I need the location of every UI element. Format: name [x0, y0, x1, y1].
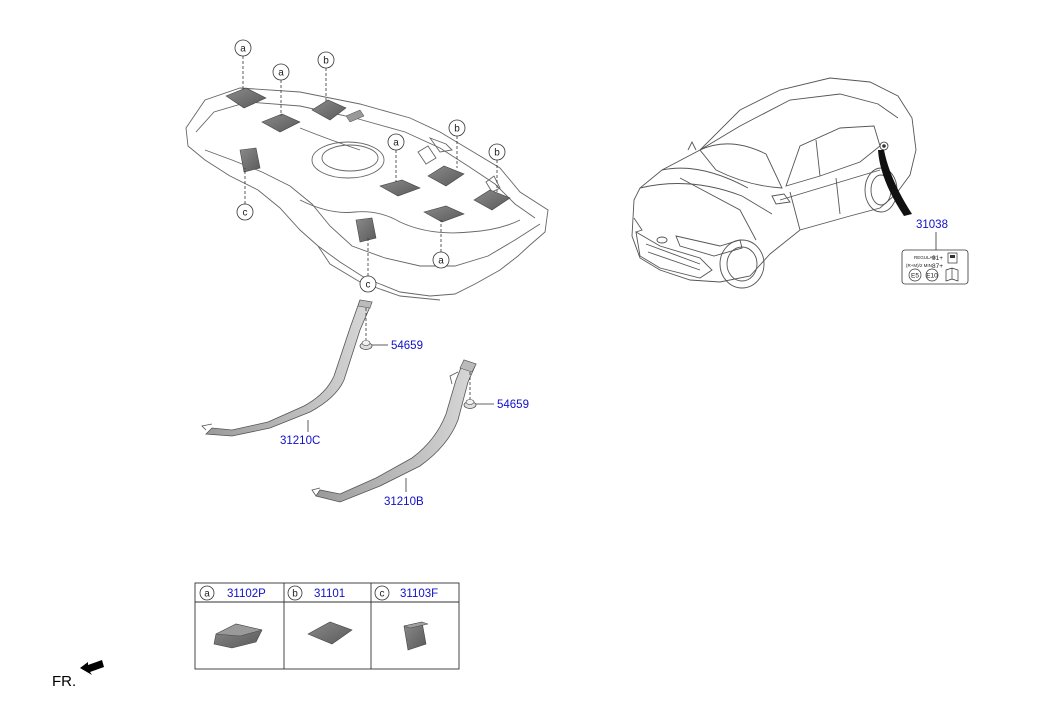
svg-text:a: a — [204, 589, 210, 600]
fuel-pump-icon — [947, 252, 958, 264]
callout-b-1: b — [317, 51, 335, 69]
callout-a-4: a — [432, 251, 450, 269]
tank-pad-b-3 — [473, 189, 511, 211]
tank-pad-a-1 — [225, 87, 267, 109]
svg-text:c: c — [243, 208, 248, 219]
svg-text:a: a — [278, 68, 284, 79]
part-number-strap-rear[interactable]: 31210B — [384, 496, 424, 508]
svg-text:b: b — [292, 589, 298, 600]
callout-a-1: a — [234, 39, 252, 57]
legend-part-c[interactable]: 31103F — [400, 588, 438, 600]
front-direction-label: FR. — [52, 673, 76, 690]
svg-text:a: a — [438, 256, 444, 267]
svg-text:c: c — [380, 589, 385, 600]
svg-text:b: b — [323, 56, 329, 67]
fuel-tank — [185, 87, 549, 301]
legend-part-a[interactable]: 31102P — [227, 588, 266, 600]
callout-c-2: c — [359, 275, 377, 293]
svg-text:E5: E5 — [911, 273, 919, 280]
tank-pad-a-3 — [379, 179, 421, 197]
strap-leaders — [307, 420, 407, 492]
svg-text:a: a — [240, 44, 246, 55]
tank-pad-a-4 — [423, 205, 465, 223]
tank-pad-c-1 — [239, 147, 261, 173]
svg-text:c: c — [366, 280, 371, 291]
sticker-row2-value: 87+ — [932, 263, 943, 270]
part-number-nut-1[interactable]: 54659 — [391, 340, 423, 352]
part-number-nut-2[interactable]: 54659 — [497, 399, 529, 411]
legend-part-b[interactable]: 31101 — [314, 588, 345, 600]
legend-cell-c: c 31103F — [374, 585, 438, 601]
callout-b-3: b — [488, 143, 506, 161]
fuel-label-sticker: REGULAR 91+ (R+M)/2 MIN 87+ E5 E10 — [901, 249, 969, 285]
legend-cell-b: b 31101 — [287, 585, 345, 601]
callout-a-2: a — [272, 63, 290, 81]
part-number-strap-front[interactable]: 31210C — [280, 435, 320, 447]
svg-text:b: b — [494, 148, 500, 159]
strap-rear — [311, 359, 477, 503]
front-direction-indicator: FR. — [52, 660, 104, 690]
svg-text:b: b — [454, 124, 460, 135]
callout-a-3: a — [387, 133, 405, 151]
nut-54659-front — [359, 340, 373, 350]
tank-pad-b-1 — [311, 99, 347, 121]
fuel-label-leader — [878, 150, 912, 216]
tank-pad-c-2 — [355, 217, 377, 243]
callout-c-1: c — [236, 203, 254, 221]
car-illustration — [631, 77, 917, 289]
small-fitting — [345, 109, 365, 123]
legend-pad-a-image — [213, 623, 263, 649]
callout-b-2: b — [448, 119, 466, 137]
tank-pad-b-2 — [427, 165, 465, 187]
strap-front — [201, 299, 373, 437]
part-number-fuel-label[interactable]: 31038 — [916, 219, 948, 231]
callout-leaders — [242, 56, 498, 276]
legend-pad-c-image — [403, 621, 429, 651]
sticker-row1-value: 91+ — [932, 255, 943, 262]
manual-book-icon — [945, 267, 959, 282]
legend-table: a 31102P b 31101 c 31103F — [194, 582, 460, 670]
svg-text:E10: E10 — [926, 273, 938, 280]
tank-pad-a-2 — [261, 113, 301, 133]
badge-e5: E5 — [908, 268, 922, 282]
fuel-door — [879, 141, 889, 151]
svg-text:a: a — [393, 138, 399, 149]
nut-leaders — [365, 308, 494, 405]
front-arrow-icon — [80, 660, 104, 675]
badge-e10: E10 — [925, 268, 939, 282]
legend-cell-a: a 31102P — [199, 585, 266, 601]
sticker-row2-small: (R+M)/2 MIN — [906, 263, 932, 268]
nut-54659-rear — [463, 399, 477, 409]
legend-pad-b-image — [307, 621, 353, 645]
sticker-row1-small: REGULAR — [914, 255, 937, 260]
